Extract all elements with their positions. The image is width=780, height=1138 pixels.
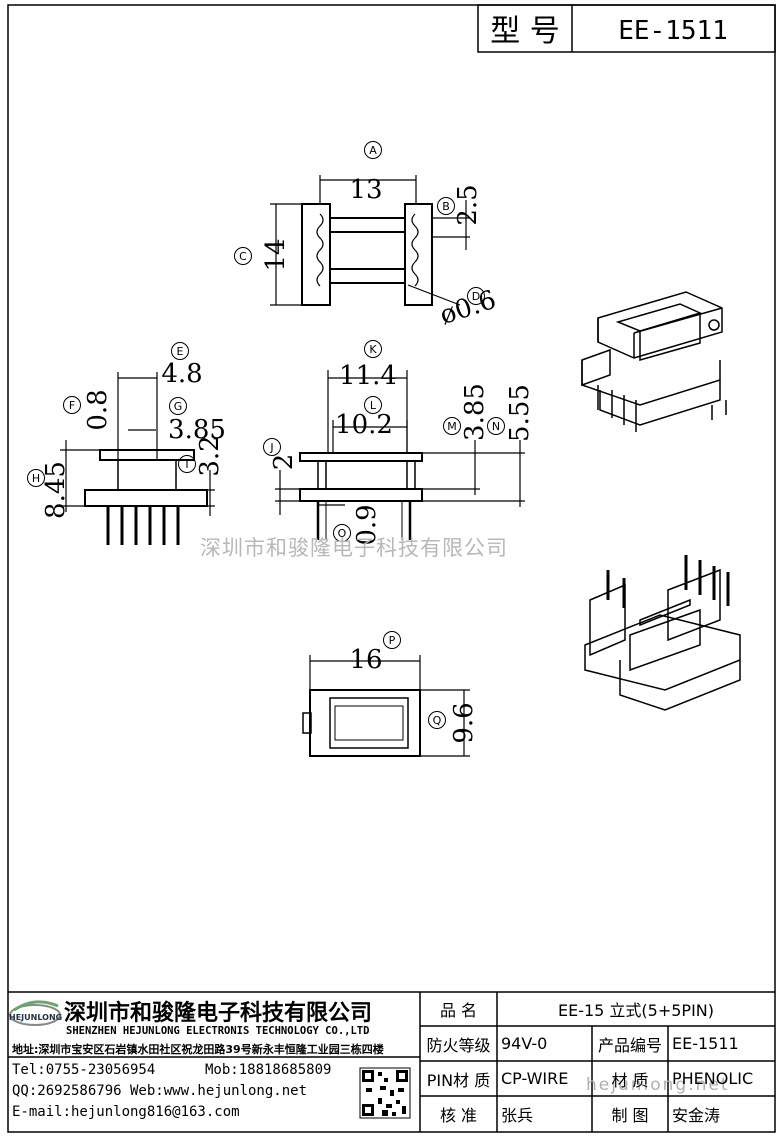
fire-rating-label: 防火等级 xyxy=(426,1035,491,1055)
dimension-value-e: 4.8 xyxy=(161,359,203,389)
checker-value: 张兵 xyxy=(501,1106,534,1125)
iso-view-top xyxy=(581,291,727,432)
model-box xyxy=(477,4,776,53)
dimension-marker-q: Q xyxy=(428,711,446,729)
product-code-value: EE-1511 xyxy=(672,1034,739,1053)
dimension-marker-i: I xyxy=(178,455,196,473)
checker-label: 核 准 xyxy=(439,1106,478,1125)
dimension-marker-c: C xyxy=(234,247,252,265)
drafter-label: 制 图 xyxy=(611,1106,649,1125)
iso-view-bottom xyxy=(584,555,741,711)
product-name-label: 品 名 xyxy=(439,1001,478,1020)
top-view xyxy=(270,175,470,306)
dimension-marker-a: A xyxy=(364,141,382,159)
dimension-value-a: 13 xyxy=(349,175,383,205)
dimension-value-k: 11.4 xyxy=(339,361,397,391)
dimension-marker-n: N xyxy=(487,417,505,435)
title-block xyxy=(8,991,775,1132)
pin-material-label: PIN材 质 xyxy=(426,1070,491,1090)
dimension-marker-f: F xyxy=(63,396,81,414)
product-name-value: EE-15 立式(5+5PIN) xyxy=(557,1001,715,1020)
dimension-value-f: 0.8 xyxy=(83,389,113,431)
company-qq-web: QQ:2692586796 Web:www.hejunlong.net xyxy=(12,1083,308,1099)
company-mob: Mob:18818685809 xyxy=(205,1062,332,1078)
dimension-marker-l: L xyxy=(364,396,382,414)
watermark: 深圳市和骏隆电子科技有限公司 xyxy=(200,536,508,560)
dimension-marker-b: B xyxy=(437,197,455,215)
side-view-center xyxy=(275,370,525,540)
dimension-marker-h: H xyxy=(27,469,45,487)
logo-text: HEJUNLONG xyxy=(9,1013,63,1022)
company-name-cn: 深圳市和骏隆电子科技有限公司 xyxy=(64,1001,373,1026)
bottom-view xyxy=(302,655,470,757)
dimension-value-h: 8.45 xyxy=(41,461,71,519)
pin-material-value: CP-WIRE xyxy=(501,1069,569,1088)
dimension-marker-o: O xyxy=(333,524,351,542)
model-label: 型 号 xyxy=(490,14,560,49)
fire-rating-value: 94V-0 xyxy=(501,1034,548,1053)
product-code-label: 产品编号 xyxy=(597,1035,662,1055)
dimension-marker-m: M xyxy=(443,417,461,435)
qr-code xyxy=(359,1067,411,1119)
dimension-value-i: 3.2 xyxy=(195,435,225,477)
dimension-value-b: 2.5 xyxy=(453,184,483,226)
dimension-value-q: 9.6 xyxy=(449,702,479,744)
model-value: EE-1511 xyxy=(618,16,728,46)
dimension-marker-d: D xyxy=(467,287,485,305)
material-label: 材 质 xyxy=(611,1070,649,1090)
dimension-marker-p: P xyxy=(383,631,401,649)
company-logo xyxy=(9,1000,61,1026)
dimension-marker-e: E xyxy=(171,342,189,360)
watermark-bottom: hejunlong.net xyxy=(586,1075,730,1095)
dimension-value-n: 5.55 xyxy=(505,384,535,442)
dimension-value-p: 16 xyxy=(349,645,383,675)
dimension-value-c: 14 xyxy=(261,238,291,272)
dimension-value-g: 3.85 xyxy=(168,415,226,445)
dimension-value-j: 2 xyxy=(269,453,299,471)
dimension-value-m: 3.85 xyxy=(460,383,490,441)
drawing-border xyxy=(7,4,776,1133)
company-name-en: SHENZHEN HEJUNLONG ELECTRONIS TECHNOLOGY… xyxy=(66,1025,370,1037)
dimension-marker-g: G xyxy=(169,397,187,415)
dimension-marker-j: J xyxy=(263,438,281,456)
drafter-value: 安金涛 xyxy=(672,1106,721,1125)
company-email: E-mail:hejunlong816@163.com xyxy=(12,1104,240,1120)
material-value: PHENOLIC xyxy=(672,1069,754,1088)
dimension-value-l: 10.2 xyxy=(335,410,393,440)
company-tel: Tel:0755-23056954 xyxy=(12,1062,156,1078)
side-view-left xyxy=(60,372,215,545)
company-address: 地址:深圳市宝安区石岩镇水田社区祝龙田路39号新永丰恒隆工业园三栋四楼 xyxy=(12,1043,384,1056)
dimension-marker-k: K xyxy=(364,340,382,358)
